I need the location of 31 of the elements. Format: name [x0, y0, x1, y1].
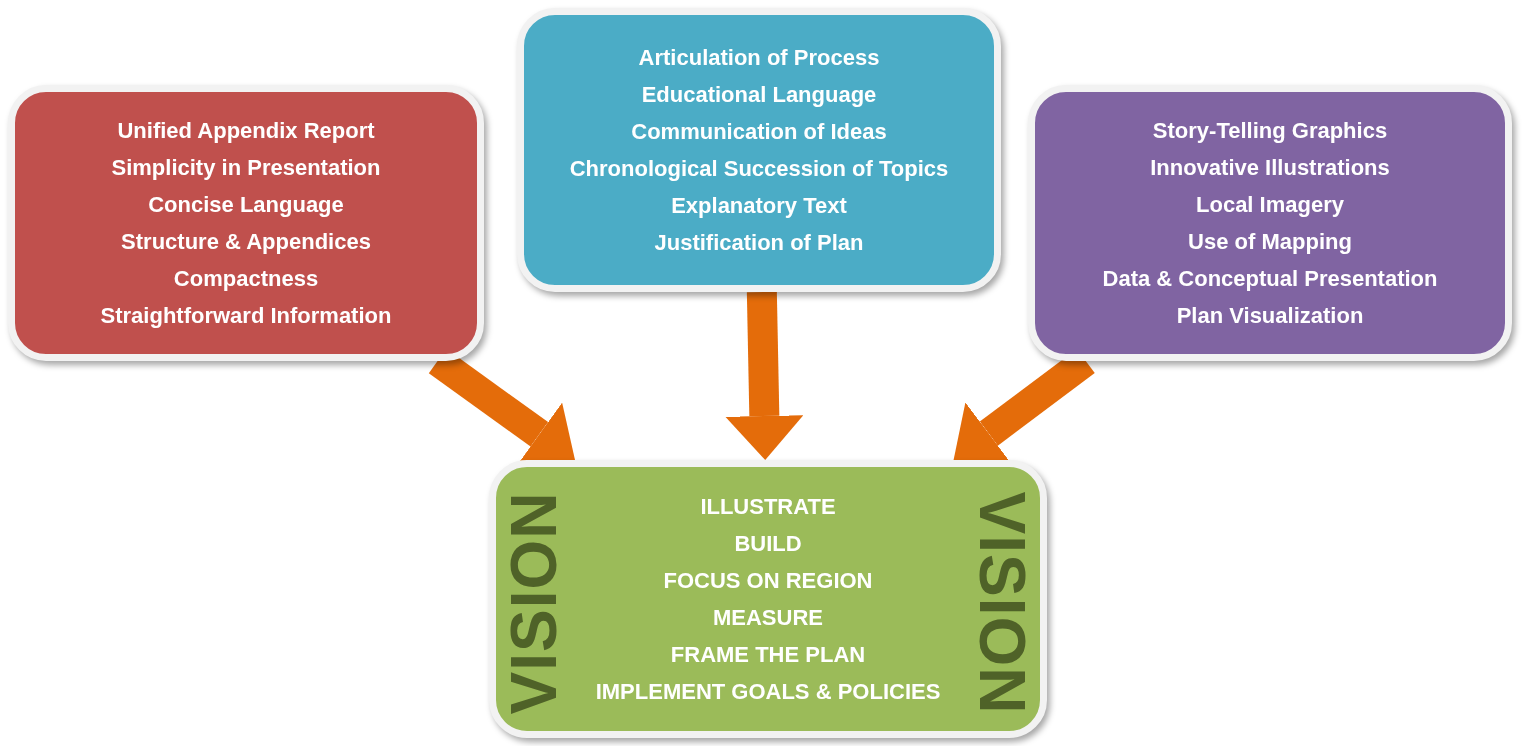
list-item: ILLUSTRATE — [700, 493, 836, 521]
vertical-heading: VISION — [969, 491, 1034, 715]
arrow — [725, 291, 804, 460]
list-item: Local Imagery — [1196, 191, 1344, 219]
list-item: FRAME THE PLAN — [670, 641, 866, 669]
list-item: Straightforward Information — [100, 302, 392, 330]
vertical-heading: VISION — [501, 491, 566, 715]
list-item: Compactness — [173, 265, 319, 293]
list-item: BUILD — [734, 530, 802, 558]
list-item: Articulation of Process — [638, 44, 880, 72]
list-item: Simplicity in Presentation — [111, 154, 381, 182]
list-item: MEASURE — [713, 604, 823, 632]
text-box — [517, 8, 1001, 292]
list-item: Plan Visualization — [1176, 302, 1364, 330]
list-item: Communication of Ideas — [631, 118, 887, 146]
list-item: Use of Mapping — [1188, 228, 1352, 256]
text-box — [1028, 85, 1512, 361]
text-box — [489, 460, 1047, 738]
list-item: Unified Appendix Report — [117, 117, 375, 145]
list-item: Chronological Succession of Topics — [569, 155, 949, 183]
list-item: Innovative Illustrations — [1150, 154, 1390, 182]
list-item: Data & Conceptual Presentation — [1102, 265, 1438, 293]
list-item: Story-Telling Graphics — [1152, 117, 1388, 145]
list-item: IMPLEMENT GOALS & POLICIES — [595, 678, 941, 706]
list-item: Concise Language — [148, 191, 344, 219]
list-item: Explanatory Text — [671, 192, 847, 220]
list-item: Educational Language — [641, 81, 877, 109]
text-box — [8, 85, 484, 361]
list-item: Structure & Appendices — [121, 228, 371, 256]
list-item: Justification of Plan — [654, 229, 864, 257]
list-item: FOCUS ON REGION — [663, 567, 873, 595]
